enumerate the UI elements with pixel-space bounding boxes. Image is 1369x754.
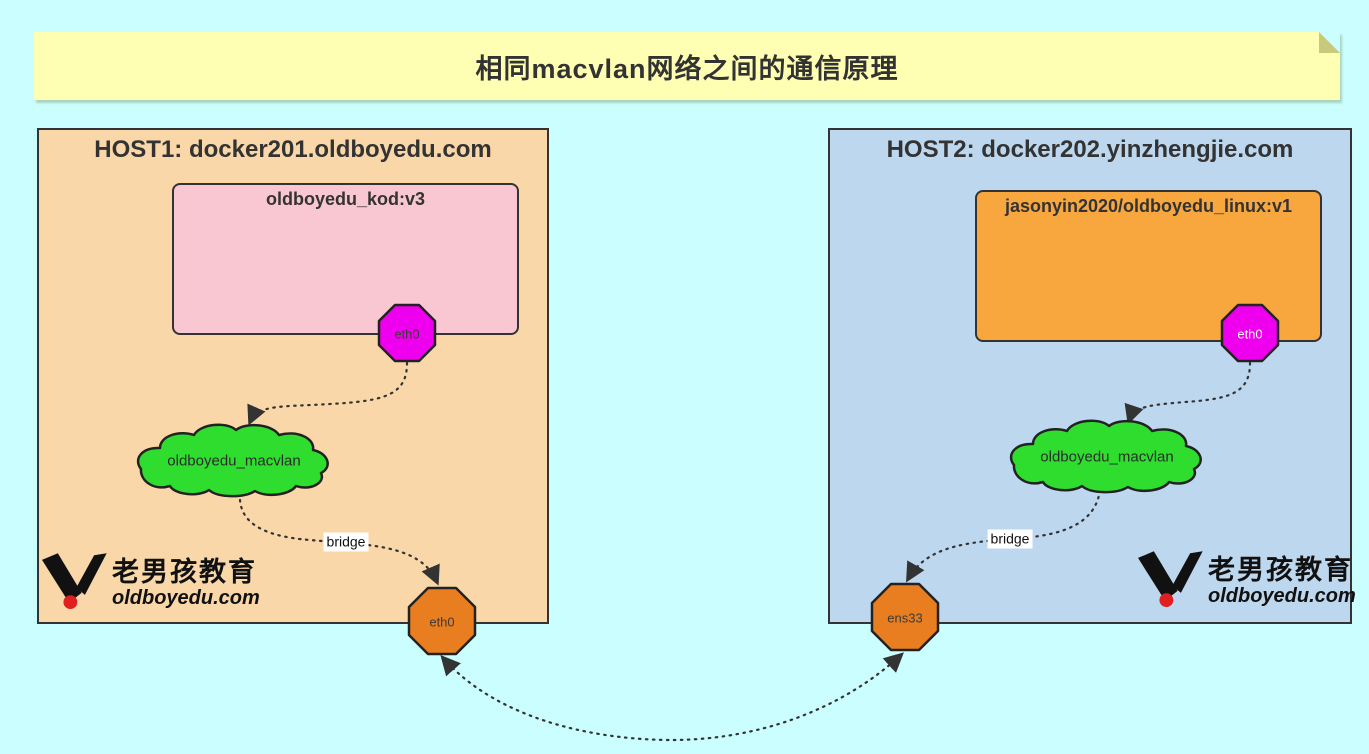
page-title: 相同macvlan网络之间的通信原理 [475, 53, 899, 84]
host1-container-image: oldboyedu_kod:v3 [265, 189, 426, 209]
oldboyedu-logo-icon [42, 553, 107, 610]
oldboyedu-logo-icon [1138, 551, 1203, 608]
host2-bridge-label: bridge [987, 529, 1033, 549]
host1-bridge-label: bridge [323, 532, 369, 552]
host1-nic-label: eth0 [429, 614, 455, 630]
host2-container-box: jasonyin2020/oldboyedu_linux:v1 [975, 190, 1322, 342]
host2-container-nic-label: eth0 [1237, 326, 1263, 342]
arrow-host1-nic-to-host2-nic [440, 652, 904, 742]
logo-cn-text: 老男孩教育 [1208, 555, 1353, 585]
title-banner: 相同macvlan网络之间的通信原理 [34, 32, 1340, 100]
host1-title: HOST1: docker201.oldboyedu.com [94, 136, 492, 163]
host1-network-label: oldboyedu_macvlan [167, 452, 301, 470]
logo-en-text: oldboyedu.com [1208, 585, 1356, 607]
logo-cn-text: 老男孩教育 [112, 557, 257, 587]
host1-container-nic-label: eth0 [394, 326, 420, 342]
host2-network-label: oldboyedu_macvlan [1040, 448, 1174, 466]
logo-en-text: oldboyedu.com [112, 587, 260, 609]
host1-container-box: oldboyedu_kod:v3 [172, 183, 519, 335]
oldboyedu-logo: 老男孩教育 oldboyedu.com [42, 553, 260, 613]
host2-nic-label: ens33 [887, 610, 923, 626]
host2-container-image: jasonyin2020/oldboyedu_linux:v1 [1004, 196, 1293, 216]
folded-corner-icon [1319, 32, 1340, 53]
host2-title: HOST2: docker202.yinzhengjie.com [886, 136, 1294, 163]
oldboyedu-logo: 老男孩教育 oldboyedu.com [1138, 551, 1356, 611]
